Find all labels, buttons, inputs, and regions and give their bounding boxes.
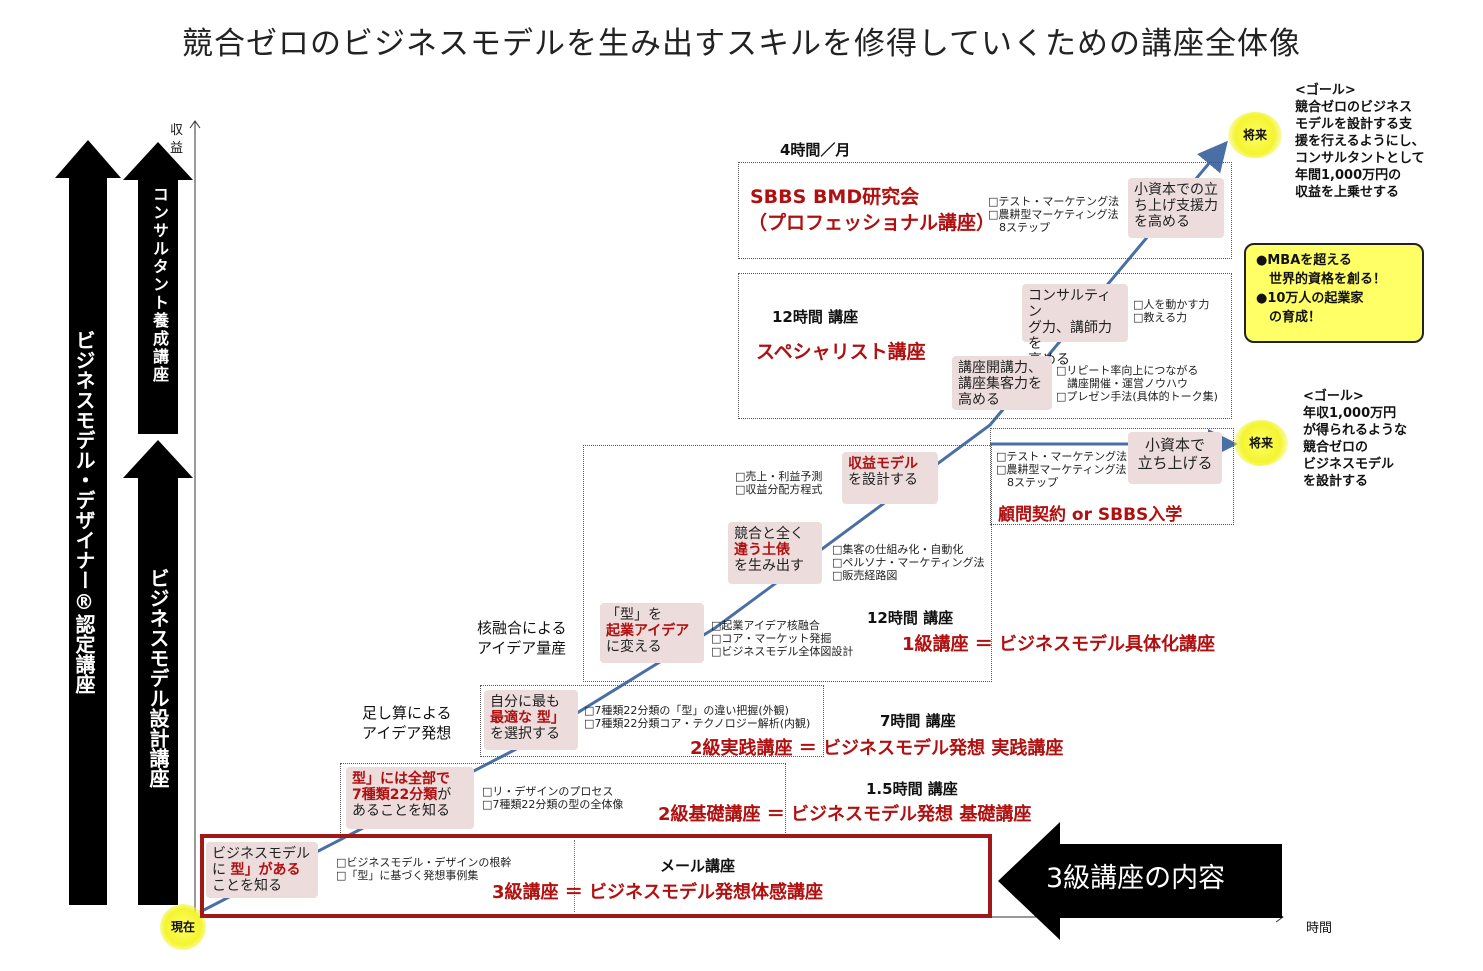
future-mid-marker: 将来 (1234, 420, 1288, 466)
page-title: 競合ゼロのビジネスモデルを生み出すスキルを修得していくための講座全体像 (181, 26, 1302, 62)
level2practice-skill: 自分に最も 最適な 型」 を選択する (484, 690, 578, 750)
advisory-box (990, 428, 1234, 525)
mission-box: ●MBAを超える 世界的資格を創る！●10万人の起業家 の育成！ (1244, 243, 1424, 343)
level2practice-box (480, 685, 824, 757)
level2practice-hours: 7時間 講座 (880, 712, 956, 730)
bmd-skill: 小資本での立ち上げ支援力を高める (1128, 178, 1224, 238)
specialist-items-consulting: □人を動かす力□教える力 (1133, 298, 1210, 324)
bmd-name: SBBS BMD研究会 (750, 186, 920, 208)
level1-hours: 12時間 講座 (867, 609, 954, 627)
advisory-skill: 小資本で立ち上げる (1128, 432, 1222, 484)
goal-top: <ゴール>競合ゼロのビジネスモデルを設計する支援を行えるようにし、コンサルタント… (1295, 83, 1425, 200)
level3-skill: ビジネスモデル に 型」がある ことを知る (206, 842, 318, 898)
design-arrow (123, 440, 193, 905)
level2basic-hours: 1.5時間 講座 (866, 780, 958, 798)
level2practice-name: 2級実践講座 ＝ ビジネスモデル発想 実践講座 (690, 738, 1064, 759)
level1-items-revenue: □売上・利益予測□収益分配方程式 (735, 470, 823, 496)
y-axis-label: 収益 (170, 123, 184, 156)
specialist-hours: 12時間 講座 (772, 308, 859, 326)
callout-label: 3級講座の内容 (1046, 863, 1226, 894)
bmd-hours: 4時間／月 (780, 141, 851, 159)
advisory-items: □テスト・マーケテング法□農耕型マーケティング法 8ステップ (996, 450, 1128, 489)
level1-box (583, 445, 992, 682)
level3-divider (206, 840, 575, 912)
design-course-label: ビジネスモデル設計講座 (146, 568, 170, 788)
level3-format: メール講座 (660, 857, 736, 875)
level1-name: 1級講座 ＝ ビジネスモデル具体化講座 (902, 634, 1216, 655)
specialist-name: スペシャリスト講座 (756, 341, 926, 363)
level2practice-items: □7種類22分類の「型」の違い把握(外観)□7種類22分類コア・テクノロジー解析… (584, 704, 811, 730)
consultant-arrow (123, 142, 193, 434)
level3-name: 3級講座 ＝ ビジネスモデル発想体感講座 (492, 882, 824, 903)
certified-course-label: ビジネスモデル・デザイナー®認定講座 (72, 330, 96, 694)
x-axis-label: 時間 (1306, 921, 1333, 936)
future-top-marker: 将来 (1228, 112, 1282, 158)
level1-items-field: □集客の仕組み化・自動化□ペルソナ・マーケティング法□販売経路図 (832, 543, 985, 582)
level3-items: □ビジネスモデル・デザインの根幹□「型」に基づく発想事例集 (336, 856, 512, 882)
now-marker: 現在 (160, 904, 206, 950)
callout-arrow (998, 822, 1282, 940)
consultant-course-label: コンサルタント養成講座 (150, 186, 169, 384)
level2basic-skill: 型」には全部で 7種類22分類が あることを知る (346, 767, 474, 829)
level2basic-name: 2級基礎講座 ＝ ビジネスモデル発想 基礎講座 (658, 804, 1032, 825)
level1-skill-revenue: 収益モデル を設計する (842, 452, 938, 504)
advisory-name: 顧問契約 or SBBS入学 (998, 505, 1183, 525)
level1-side-label: 核融合によるアイデア量産 (477, 619, 567, 657)
certified-arrow (55, 140, 121, 905)
level1-skill-idea: 「型」を 起業アイデア に変える (600, 603, 704, 663)
level1-items-idea: □起業アイデア核融合□コア・マーケット発掘□ビジネスモデル全体図設計 (711, 619, 854, 658)
goal-mid: <ゴール>年収1,000万円が得られるような競合ゼロのビジネスモデルを設計する (1303, 389, 1408, 489)
bmd-subname: （プロフェッショナル講座） (748, 212, 996, 234)
bmd-items: □テスト・マーケテング法□農耕型マーケティング法 8ステップ (988, 195, 1120, 234)
bmd-box (738, 162, 1232, 259)
level1-skill-field: 競合と全く 違う土俵 を生み出す (728, 522, 822, 584)
specialist-box (738, 273, 1232, 419)
level2basic-items: □リ・デザインのプロセス□7種類22分類の型の全体像 (482, 785, 624, 811)
specialist-skill-lecture: 講座開講力、講座集客力を高める (952, 356, 1052, 410)
specialist-items-lecture: □リピート率向上につながる 講座開催・運営ノウハウ□プレゼン手法(具体的トーク集… (1056, 364, 1218, 403)
level3-box (200, 834, 992, 918)
level2practice-side-label: 足し算によるアイデア発想 (362, 704, 452, 742)
